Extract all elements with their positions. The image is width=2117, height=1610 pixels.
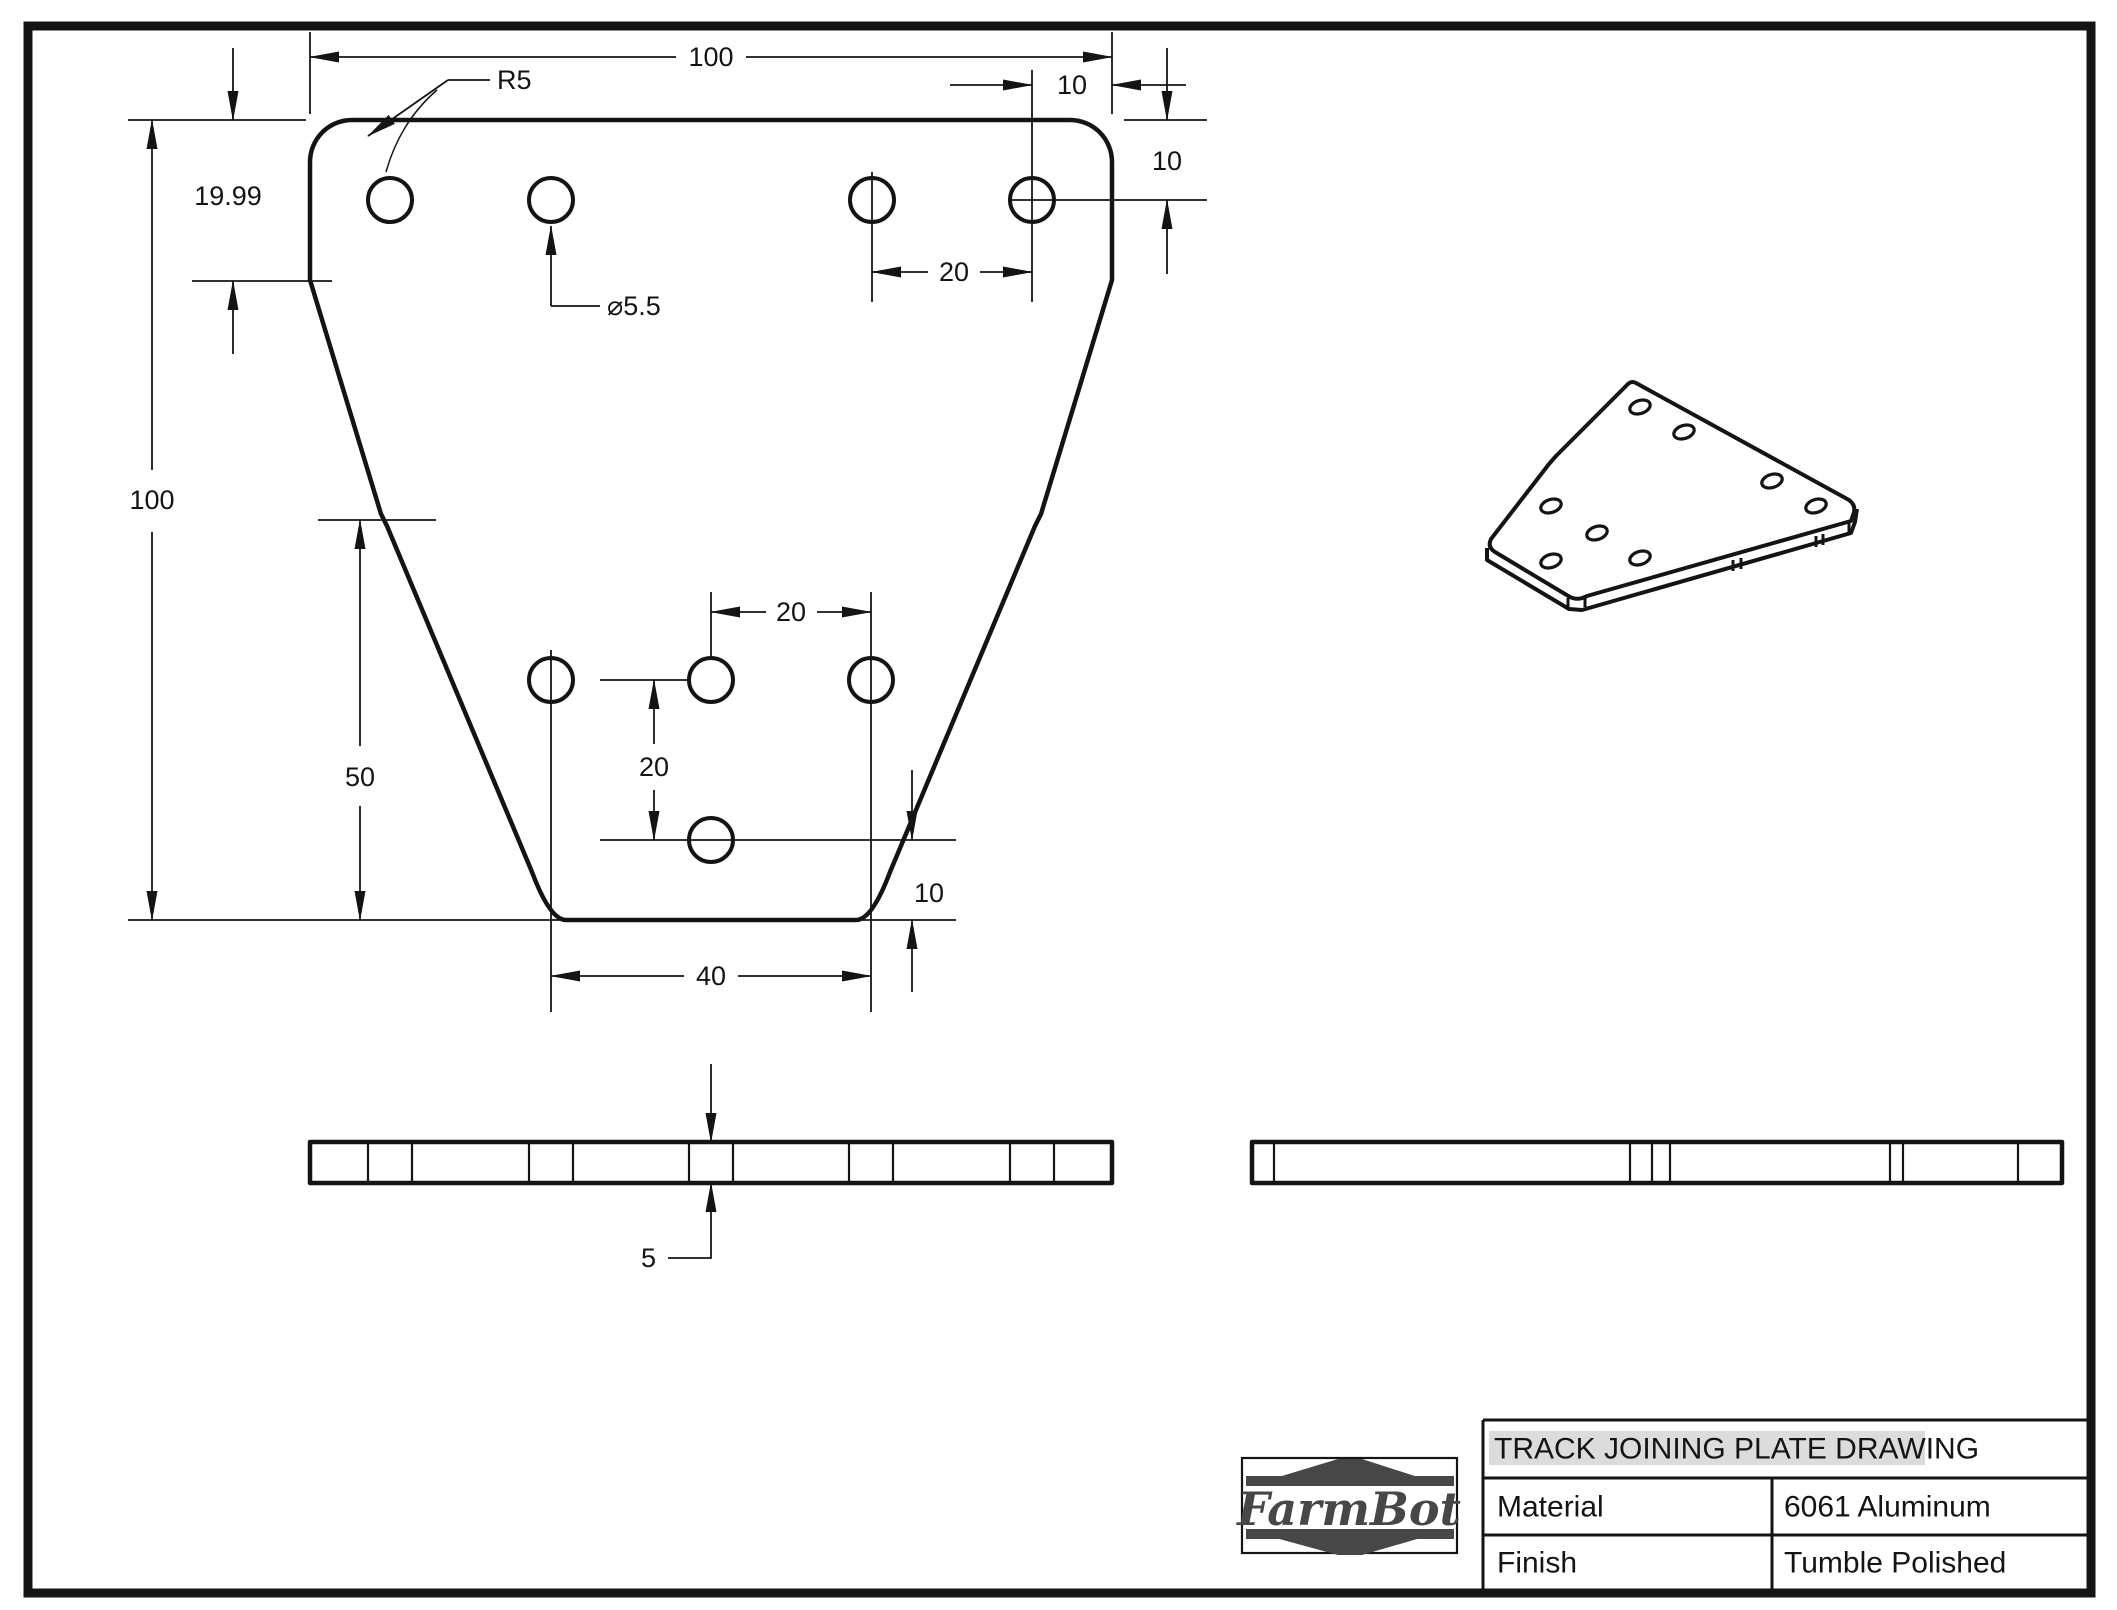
hole [1804,497,1828,515]
dim-mid-hole-spacing-vertical-label: 20 [639,752,669,782]
title-highlight [1489,1431,1925,1465]
dim-mid-hole-spacing-horizontal: 20 [710,597,872,627]
dim-top-hole-spacing: 20 [871,257,1033,287]
hole [1585,524,1609,542]
page-border [23,21,2096,1598]
dim-top-hole-edge-offset-label: 10 [1057,70,1087,100]
hole [1539,497,1563,515]
plate-outline [307,117,1115,923]
dim-hole-diameter-label: ⌀5.5 [607,291,661,321]
dim-top-hole-vertical-offset: 10 [1152,48,1182,274]
dim-top-section-height-label: 19.99 [194,181,262,211]
dim-lower-section-height: 50 [345,519,375,921]
dim-hole-diameter: ⌀5.5 [545,225,661,321]
hole [687,656,735,704]
material-value: 6061 Aluminum [1784,1491,1991,1524]
dim-overall-width-label: 100 [688,42,733,72]
dim-corner-radius-label: R5 [497,65,532,95]
hole [527,176,575,224]
dim-overall-height-label: 100 [129,485,174,515]
dim-lower-section-height-label: 50 [345,762,375,792]
isometric-view [1485,380,1859,612]
section-hole-lines [366,1144,1056,1181]
dim-corner-radius: R5 [367,65,532,173]
section-view-side [1249,1139,2065,1186]
dim-thickness-label: 5 [641,1243,656,1273]
dim-top-section-height: 19.99 [194,48,262,354]
logo-bar-bottom [1246,1529,1454,1539]
title-text: TRACK JOINING PLATE DRAWING [1494,1433,1979,1466]
iso-thickness-ticks [1566,521,1851,609]
side-section-lines [1272,1144,2020,1181]
dim-overall-height: 100 [129,119,175,921]
section-view-bottom: 5 [307,1064,1115,1273]
dim-mid-hole-spacing-vertical: 20 [639,679,669,841]
iso-top-face [1487,380,1857,601]
hole [1539,552,1563,570]
dim-top-hole-vertical-offset-label: 10 [1152,146,1182,176]
logo-bar-top [1246,1476,1454,1486]
logo-hex-bottom [1272,1536,1424,1555]
hole [1760,472,1784,490]
dim-bottom-width-label: 40 [696,961,726,991]
dim-thickness: 5 [641,1064,717,1273]
extension-lines [128,32,1207,1012]
dim-overall-width: 100 [309,42,1113,72]
finish-label: Finish [1497,1547,1577,1580]
finish-value: Tumble Polished [1784,1547,2006,1580]
dim-top-hole-spacing-label: 20 [939,257,969,287]
dim-top-hole-edge-offset: 10 [950,70,1186,100]
material-label: Material [1497,1491,1604,1524]
logo-text: FarmBot [1235,1482,1461,1536]
title-block: TRACK JOINING PLATE DRAWING Material 606… [1481,1418,2092,1592]
front-view: 100 10 10 19.99 100 [128,32,1207,1012]
dim-bottom-width: 40 [550,961,872,991]
hole [1628,398,1652,416]
hole [366,176,414,224]
farmbot-logo: FarmBot [1235,1456,1461,1555]
iso-bottom-edge [1485,508,1859,612]
logo-hex-top [1272,1459,1424,1480]
iso-holes [1539,398,1828,570]
hole [1672,423,1696,441]
dim-bottom-hole-offset-label: 10 [914,878,944,908]
hole [1628,549,1652,567]
dim-mid-hole-spacing-horizontal-label: 20 [776,597,806,627]
dim-bottom-hole-offset: 10 [906,770,944,992]
